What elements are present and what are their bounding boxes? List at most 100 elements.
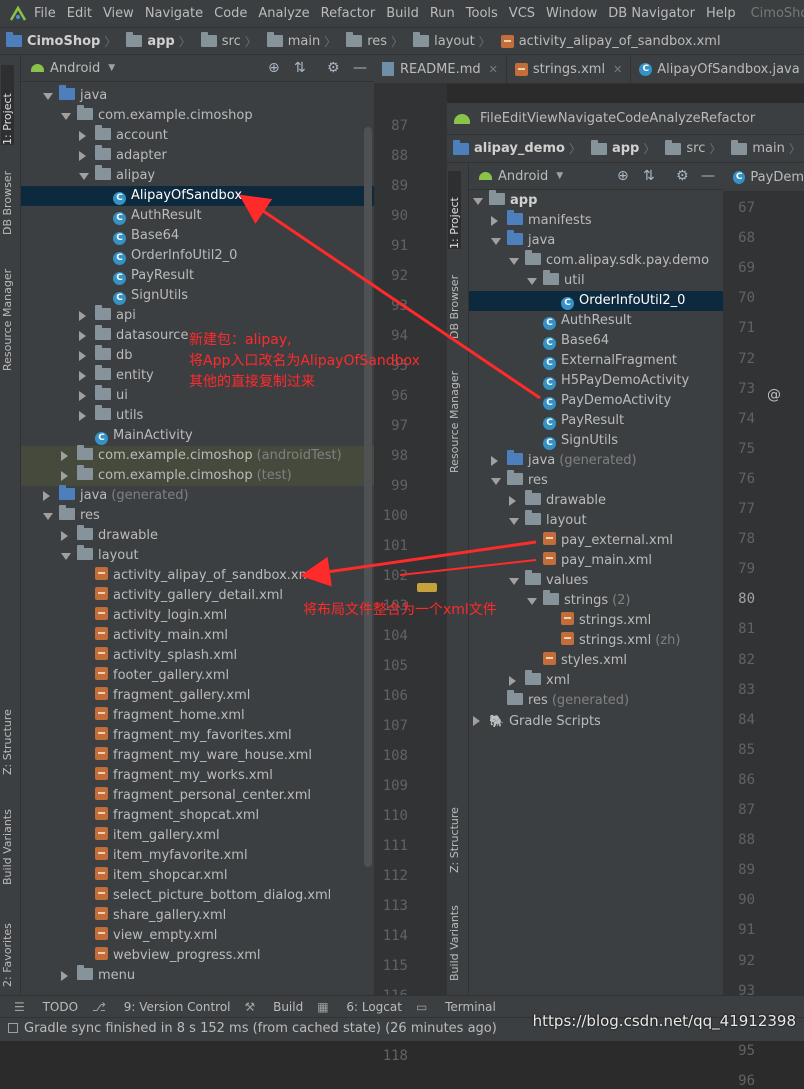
chevron-right-icon[interactable] xyxy=(491,216,498,226)
chevron-right-icon[interactable] xyxy=(61,451,68,461)
chevron-down-icon[interactable] xyxy=(509,578,519,585)
main-tree-row[interactable]: drawable xyxy=(21,525,374,546)
demo-tree-row[interactable]: res xyxy=(469,470,804,491)
demo-tree-row[interactable]: strings.xml xyxy=(469,611,804,631)
chevron-down-icon[interactable] xyxy=(527,278,537,285)
main-tree-row[interactable]: footer_gallery.xml xyxy=(21,666,374,686)
demo-tree-row[interactable]: values xyxy=(469,570,804,591)
bookmark-badge[interactable] xyxy=(417,583,437,592)
project-view-selector[interactable]: Android xyxy=(50,60,101,76)
tool-todo[interactable]: ☰ TODO xyxy=(14,1000,78,1014)
editor-tab[interactable]: README.md✕ xyxy=(374,55,507,83)
chevron-right-icon[interactable] xyxy=(79,131,86,141)
main-menu-build[interactable]: Build xyxy=(386,6,419,21)
main-tree-row[interactable]: com.example.cimoshop xyxy=(21,105,374,126)
chevron-down-icon[interactable] xyxy=(43,93,53,100)
main-tree-row[interactable]: adapter xyxy=(21,145,374,166)
chevron-down-icon[interactable] xyxy=(509,518,519,525)
main-tree-row[interactable]: fragment_personal_center.xml xyxy=(21,786,374,806)
chevron-right-icon[interactable] xyxy=(61,471,68,481)
main-breadcrumb-item[interactable]: main〉 xyxy=(261,32,341,50)
chevron-down-icon[interactable] xyxy=(61,553,71,560)
chevron-down-icon[interactable] xyxy=(79,173,89,180)
chevron-right-icon[interactable] xyxy=(491,456,498,466)
demo-tree-row[interactable]: manifests xyxy=(469,210,804,231)
tool-hammer[interactable]: ⚒ Build xyxy=(245,1000,304,1014)
chevron-right-icon[interactable] xyxy=(79,411,86,421)
main-breadcrumb-item[interactable]: activity_alipay_of_sandbox.xml xyxy=(495,34,721,49)
main-menu-vcs[interactable]: VCS xyxy=(508,6,536,21)
gear-icon[interactable]: ⚙ xyxy=(676,168,689,184)
gear-icon[interactable]: ⚙ xyxy=(327,60,340,76)
main-tree-scrollbar[interactable] xyxy=(364,127,372,867)
main-breadcrumb-item[interactable]: layout〉 xyxy=(407,32,495,50)
main-tree-row[interactable]: alipay xyxy=(21,165,374,186)
demo-menu-navigate[interactable]: Navigate xyxy=(557,111,617,126)
demo-breadcrumb-item[interactable]: app〉 xyxy=(585,139,659,157)
main-menu-help[interactable]: Help xyxy=(705,6,736,21)
main-menu-tools[interactable]: Tools xyxy=(465,6,498,21)
hide-panel-icon[interactable]: — xyxy=(353,60,367,76)
demo-tree-row[interactable]: layout xyxy=(469,510,804,531)
demo-tree-row[interactable]: java xyxy=(469,230,804,251)
chevron-right-icon[interactable] xyxy=(79,331,86,341)
chevron-down-icon[interactable] xyxy=(491,238,501,245)
main-tree-row[interactable]: datasource xyxy=(21,325,374,346)
main-tree-row[interactable]: java(generated) xyxy=(21,485,374,506)
main-tree-row[interactable]: item_myfavorite.xml xyxy=(21,846,374,866)
chevron-right-icon[interactable] xyxy=(61,531,68,541)
chevron-down-icon[interactable] xyxy=(61,113,71,120)
main-menu-code[interactable]: Code xyxy=(214,6,248,21)
locate-icon[interactable]: ⊕ xyxy=(617,168,629,184)
tool-terminal[interactable]: ▭ Terminal xyxy=(416,1000,496,1014)
demo-breadcrumb-item[interactable]: src〉 xyxy=(659,139,725,157)
demo-tree-row[interactable]: strings(2) xyxy=(469,590,804,611)
chevron-down-icon[interactable]: ▼ xyxy=(556,171,564,181)
chevron-down-icon[interactable]: ▼ xyxy=(108,63,116,73)
main-breadcrumb-item[interactable]: CimoShop〉 xyxy=(0,32,120,50)
demo-tree-row[interactable]: pay_main.xml xyxy=(469,551,804,571)
demo-tree-row[interactable]: drawable xyxy=(469,490,804,511)
main-menu-refactor[interactable]: Refactor xyxy=(320,6,376,21)
chevron-right-icon[interactable] xyxy=(79,151,86,161)
demo-tree-row[interactable]: com.alipay.sdk.pay.demo xyxy=(469,250,804,271)
demo-menu-view[interactable]: View xyxy=(526,111,558,126)
main-tree-row[interactable]: ui xyxy=(21,385,374,406)
main-menu-window[interactable]: Window xyxy=(546,6,598,21)
main-tree-row[interactable]: entity xyxy=(21,365,374,386)
main-menu-analyze[interactable]: Analyze xyxy=(258,6,310,21)
tool-version-control[interactable]: ⎇ 9: Version Control xyxy=(92,1000,230,1014)
demo-tree-row[interactable]: util xyxy=(469,270,804,291)
main-tree-row[interactable]: activity_login.xml xyxy=(21,606,374,626)
demo-menu-analyze[interactable]: Analyze xyxy=(649,111,701,126)
demo-tree-row[interactable]: xml xyxy=(469,670,804,691)
chevron-down-icon[interactable] xyxy=(491,478,501,485)
main-breadcrumb-item[interactable]: src〉 xyxy=(195,32,261,50)
main-tree-row[interactable]: fragment_my_favorites.xml xyxy=(21,726,374,746)
main-tree-row[interactable]: activity_gallery_detail.xml xyxy=(21,586,374,606)
main-tree-row[interactable]: item_shopcar.xml xyxy=(21,866,374,886)
chevron-right-icon[interactable] xyxy=(61,971,68,981)
main-tree-row[interactable]: fragment_home.xml xyxy=(21,706,374,726)
main-tree-row[interactable]: res xyxy=(21,505,374,526)
main-tree-row[interactable]: java xyxy=(21,85,374,106)
main-tree-row[interactable]: com.example.cimoshop(androidTest) xyxy=(21,445,374,466)
main-tree-row[interactable]: menu xyxy=(21,965,374,986)
chevron-right-icon[interactable] xyxy=(79,371,86,381)
demo-tree-row[interactable]: pay_external.xml xyxy=(469,531,804,551)
close-icon[interactable]: ✕ xyxy=(613,62,623,76)
main-tree-row[interactable]: layout xyxy=(21,545,374,566)
